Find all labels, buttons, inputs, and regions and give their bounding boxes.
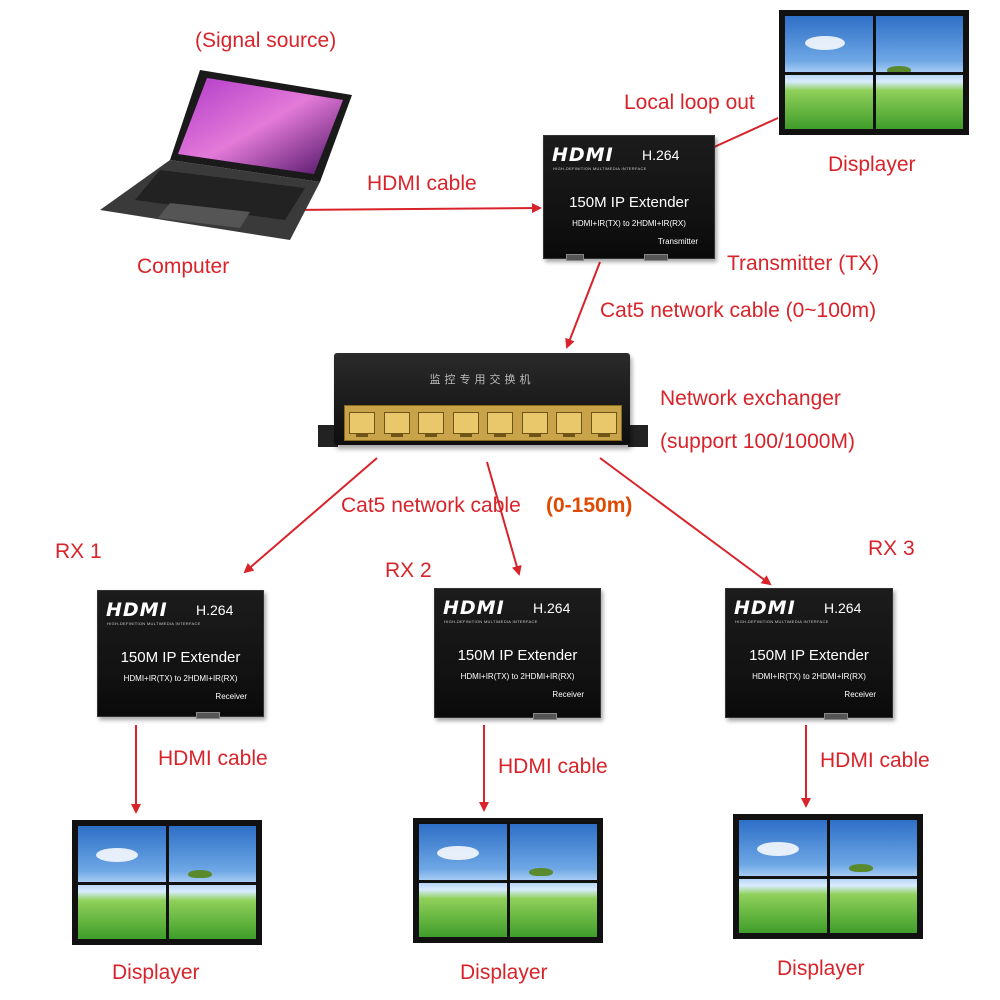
mounting-ear	[318, 425, 338, 447]
ethernet-port-icon	[556, 412, 583, 437]
device-spec: HDMI+IR(TX) to 2HDMI+IR(RX)	[572, 219, 686, 228]
codec-label: H.264	[196, 602, 234, 618]
device-role: Receiver	[844, 690, 876, 699]
network-exchanger-label: Network exchanger	[660, 387, 841, 410]
device-title: 150M IP Extender	[749, 647, 869, 664]
hdmi-logo: HDMI	[734, 597, 796, 619]
receiver-device-rx3: HDMI HIGH-DEFINITION MULTIMEDIA INTERFAC…	[725, 588, 893, 720]
network-switch: 监控专用交换机	[318, 353, 648, 453]
cat5-range-label: (0-150m)	[546, 494, 633, 517]
port-icon	[566, 254, 584, 261]
device-role: Transmitter	[657, 237, 698, 246]
display-rx2	[413, 818, 603, 943]
hdmi-logo-subtitle: HIGH-DEFINITION MULTIMEDIA INTERFACE	[444, 619, 538, 624]
hdmi-logo: HDMI	[106, 599, 168, 621]
displayer-label-rx2: Displayer	[460, 961, 548, 984]
arrow-switch-to-rx3	[599, 457, 772, 586]
line-tx-to-loop-display	[711, 117, 779, 149]
codec-label: H.264	[533, 600, 571, 616]
hdmi-logo: HDMI	[552, 144, 614, 166]
ethernet-port-icon	[349, 412, 376, 437]
hdmi-logo-subtitle: HIGH-DEFINITION MULTIMEDIA INTERFACE	[107, 621, 201, 626]
mounting-ear	[628, 425, 648, 447]
transmitter-device: HDMI HIGH-DEFINITION MULTIMEDIA INTERFAC…	[543, 135, 715, 261]
hdmi-cable-label-rx3: HDMI cable	[820, 749, 930, 772]
hdmi-cable-label-rx1: HDMI cable	[158, 747, 268, 770]
ethernet-port-icon	[521, 412, 548, 437]
ethernet-port-icon	[487, 412, 514, 437]
ethernet-port-icon	[452, 412, 479, 437]
transmitter-label: Transmitter (TX)	[727, 252, 880, 275]
device-spec: HDMI+IR(TX) to 2HDMI+IR(RX)	[752, 672, 866, 681]
local-loop-out-label: Local loop out	[624, 91, 755, 114]
hdmi-cable-label-rx2: HDMI cable	[498, 755, 608, 778]
ethernet-port-icon	[590, 412, 617, 437]
rx3-label: RX 3	[868, 537, 915, 560]
cat5-label-top: Cat5 network cable (0~100m)	[600, 299, 877, 322]
network-support-label: (support 100/1000M)	[660, 430, 855, 453]
hdmi-cable-label-top: HDMI cable	[367, 172, 477, 195]
device-title: 150M IP Extender	[457, 647, 578, 664]
rx1-label: RX 1	[55, 540, 102, 563]
arrow-switch-to-rx2	[486, 461, 522, 576]
hdmi-logo-subtitle: HIGH-DEFINITION MULTIMEDIA INTERFACE	[735, 619, 829, 624]
port-icon	[644, 254, 668, 261]
displayer-label-rx1: Displayer	[112, 961, 200, 984]
device-title: 150M IP Extender	[120, 649, 241, 666]
device-spec: HDMI+IR(TX) to 2HDMI+IR(RX)	[460, 672, 575, 681]
receiver-device-rx2: HDMI HIGH-DEFINITION MULTIMEDIA INTERFAC…	[434, 588, 601, 720]
port-icon	[824, 713, 848, 720]
display-rx3	[733, 814, 923, 939]
device-role: Receiver	[552, 690, 584, 699]
display-rx1	[72, 820, 262, 945]
device-title: 150M IP Extender	[569, 194, 689, 211]
port-icon	[533, 713, 557, 720]
displayer-label-top: Displayer	[828, 153, 916, 176]
signal-source-label: (Signal source)	[195, 29, 337, 52]
receiver-device-rx1: HDMI HIGH-DEFINITION MULTIMEDIA INTERFAC…	[97, 590, 264, 719]
hdmi-logo-subtitle: HIGH-DEFINITION MULTIMEDIA INTERFACE	[553, 166, 647, 171]
switch-label: 监控专用交换机	[429, 373, 535, 386]
laptop-computer	[100, 70, 360, 250]
arrow-switch-to-rx1	[243, 457, 378, 574]
device-role: Receiver	[215, 692, 247, 701]
rx2-label: RX 2	[385, 559, 432, 582]
displayer-label-rx3: Displayer	[777, 957, 865, 980]
device-spec: HDMI+IR(TX) to 2HDMI+IR(RX)	[123, 674, 238, 683]
codec-label: H.264	[824, 600, 862, 616]
ethernet-port-icon	[418, 412, 445, 437]
hdmi-logo: HDMI	[443, 597, 505, 619]
ethernet-port-icon	[383, 412, 410, 437]
port-icon	[196, 712, 220, 719]
switch-port-panel	[344, 405, 622, 441]
computer-label: Computer	[137, 255, 230, 278]
cat5-label-bottom: Cat5 network cable	[341, 494, 521, 517]
display-loop-out	[779, 10, 969, 135]
arrow-tx-to-switch	[565, 261, 601, 349]
codec-label: H.264	[642, 147, 680, 163]
arrow-computer-to-tx	[289, 203, 542, 214]
